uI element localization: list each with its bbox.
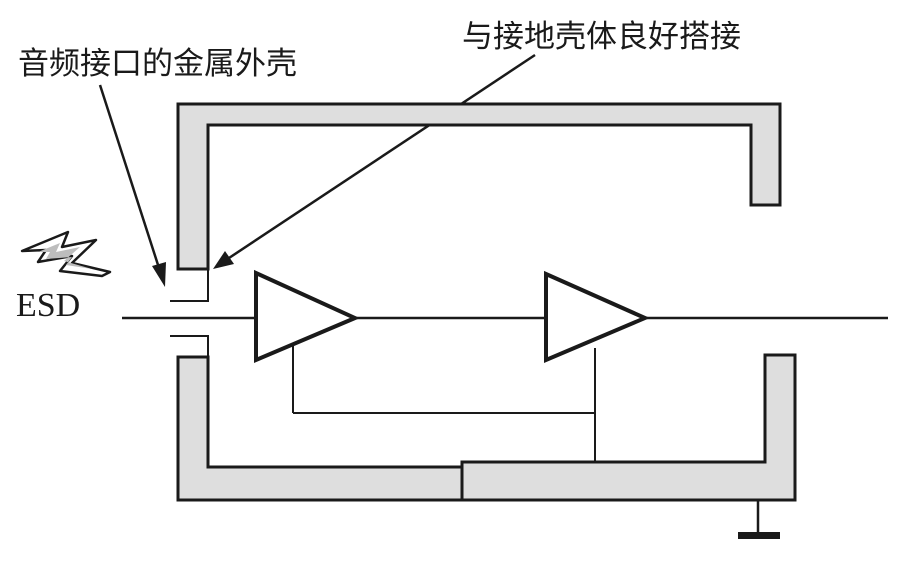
audio-connector-metal-shell [170, 269, 209, 357]
upper-chassis-shell [176, 102, 782, 271]
esd-label: ESD [16, 287, 80, 324]
internal-ground-return [292, 346, 596, 462]
ground-contact-label: 与接地壳体良好搭接 [462, 19, 741, 55]
ground-icon [738, 500, 780, 539]
lightning-bolt-icon [20, 230, 112, 278]
lower-chassis-shell-right [460, 353, 797, 502]
ground-contact-pointer-arrow [213, 53, 536, 269]
triangle-buffer-icon [544, 270, 651, 364]
shell-pointer-arrow [98, 84, 166, 287]
shell-label: 音频接口的金属外壳 [18, 46, 297, 82]
lower-chassis-shell-left [176, 355, 464, 502]
triangle-buffer-icon [254, 269, 360, 364]
